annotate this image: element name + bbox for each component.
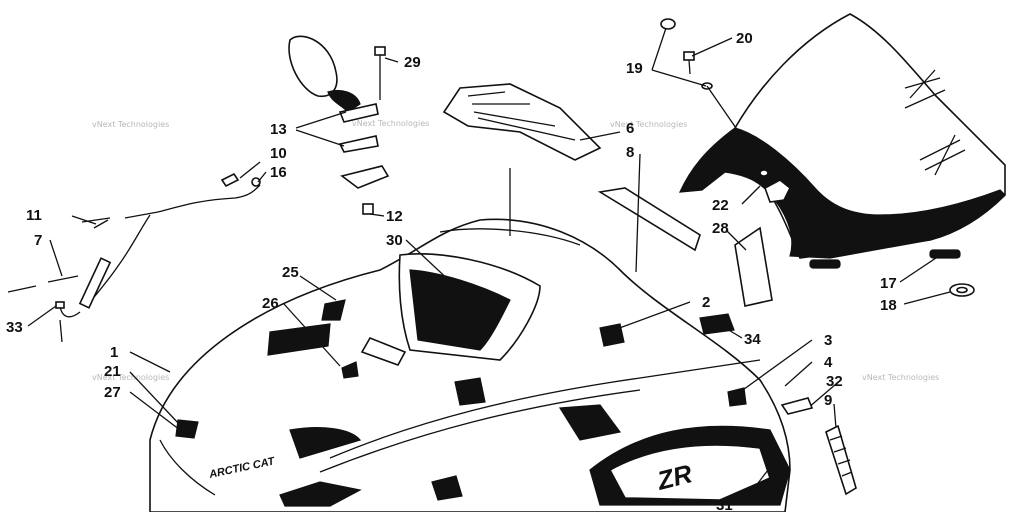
windshield [679,13,1006,269]
strap-9 [825,424,857,496]
callout-4: 4 [824,354,833,371]
callout-25: 25 [282,264,299,281]
watermark: vNext Technologies [352,119,429,128]
callout-27: 27 [104,384,121,401]
callout-19: 19 [626,60,643,77]
trim-pad [442,83,602,161]
decal-plate [734,226,773,307]
callout-20: 20 [736,30,753,47]
watermark: vNext Technologies [92,120,169,129]
callout-1: 1 [110,344,118,361]
cable-assembly [7,172,261,343]
callout-2: 2 [702,294,710,311]
callout-3: 3 [824,332,832,349]
trim-strip [597,187,701,252]
callout-18: 18 [880,297,897,314]
watermark: vNext Technologies [92,373,169,382]
callout-9: 9 [824,392,832,409]
callout-30: 30 [386,232,403,249]
callout-29: 29 [404,54,421,71]
leader-lines [27,27,951,505]
callout-21: 21 [104,363,121,380]
callout-13: 13 [270,121,287,138]
watermark: vNext Technologies [862,373,939,382]
watermark: vNext Technologies [610,120,687,129]
callout-12: 12 [386,208,403,225]
hood: ARCTIC CAT ZR [149,218,791,512]
callout-33: 33 [6,319,23,336]
callout-26: 26 [262,295,279,312]
callout-10: 10 [270,145,287,162]
callout-11: 11 [26,207,42,224]
callout-8: 8 [626,144,634,161]
pad-32 [780,397,814,415]
callout-22: 22 [712,197,729,214]
callout-34: 34 [744,331,761,348]
callout-17: 17 [880,275,897,292]
callout-31: 31 [716,497,733,512]
callout-32: 32 [826,373,843,390]
callout-labels: 1 2 3 4 6 7 8 9 10 11 12 13 16 17 18 19 … [6,30,897,512]
callout-6: 6 [626,120,634,137]
screw-hardware [660,18,792,203]
callout-16: 16 [270,164,287,181]
callout-7: 7 [34,232,42,249]
callout-28: 28 [712,220,729,237]
mirror-assembly [288,35,390,215]
